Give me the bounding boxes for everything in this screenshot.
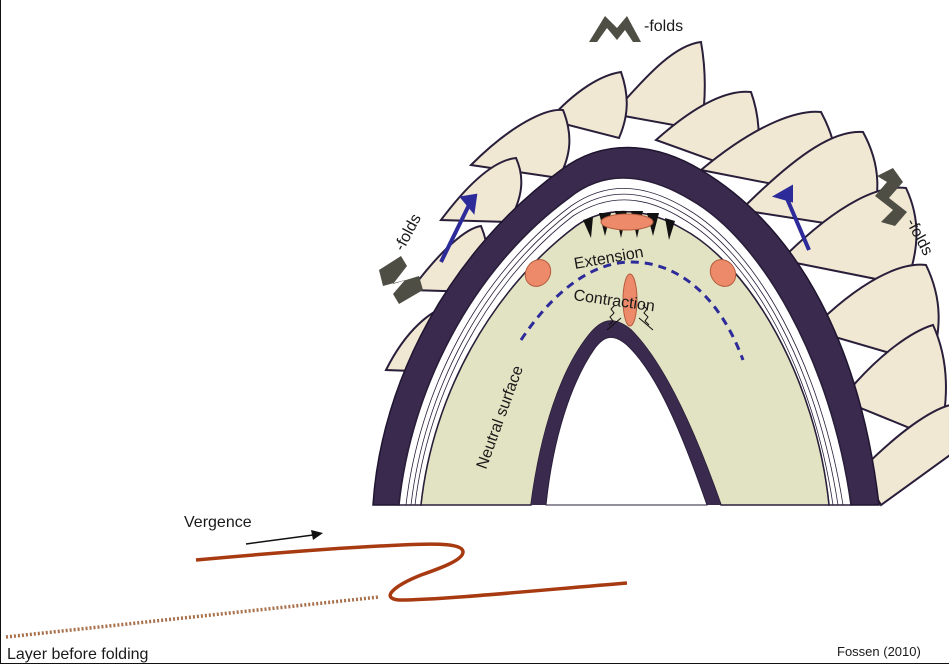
z-fold-icon	[379, 256, 423, 304]
layer-before-folding-line	[6, 597, 379, 637]
folded-layer-profile	[196, 544, 627, 600]
vergence-arrow-icon	[246, 530, 323, 544]
z-folds-label: -folds	[392, 211, 425, 254]
credit-label: Fossen (2010)	[837, 644, 921, 659]
m-folds-label: -folds	[644, 18, 683, 35]
vergence-label: Vergence	[184, 514, 252, 531]
layer-before-folding-label: Layer before folding	[7, 646, 148, 663]
m-fold-icon	[589, 16, 641, 42]
